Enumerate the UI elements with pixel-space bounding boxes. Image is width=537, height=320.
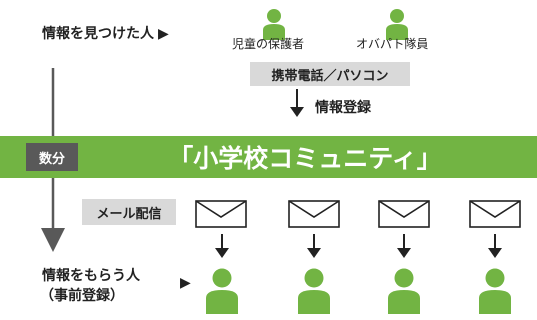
person-icon bbox=[298, 268, 330, 314]
community-band bbox=[0, 136, 537, 178]
community-title: 「小学校コミュニティ」 bbox=[168, 144, 442, 173]
person-icon bbox=[388, 268, 420, 314]
finder-label: 情報を見つけた人▶ bbox=[42, 26, 169, 42]
register-label: 情報登録 bbox=[315, 100, 371, 116]
device-box: 携帯電話／パソコン bbox=[250, 62, 410, 86]
person-icon bbox=[206, 268, 238, 314]
person-icon bbox=[386, 9, 408, 40]
down-arrow-icon bbox=[215, 234, 229, 258]
person-icon bbox=[479, 268, 511, 314]
mail-box: メール配信 bbox=[82, 199, 176, 225]
person-label-patrol: オバパト隊員 bbox=[356, 37, 429, 51]
receiver-sublabel: （事前登録） bbox=[40, 288, 124, 304]
down-arrow-icon bbox=[290, 89, 304, 117]
envelope-icon bbox=[378, 200, 430, 228]
person-icon bbox=[263, 9, 285, 40]
receiver-label: 情報をもらう人 bbox=[42, 268, 140, 284]
person-label-guardian: 児童の保護者 bbox=[232, 37, 305, 51]
envelope-icon bbox=[288, 200, 340, 228]
down-arrow-icon bbox=[397, 234, 411, 258]
envelope-icon bbox=[195, 200, 247, 228]
pointer-right-icon: ▶ bbox=[180, 275, 191, 291]
down-arrow-icon bbox=[307, 234, 321, 258]
down-arrow-icon bbox=[488, 234, 502, 258]
envelope-icon bbox=[469, 200, 521, 228]
time-badge: 数分 bbox=[26, 143, 78, 171]
pointer-right-icon: ▶ bbox=[158, 26, 169, 42]
